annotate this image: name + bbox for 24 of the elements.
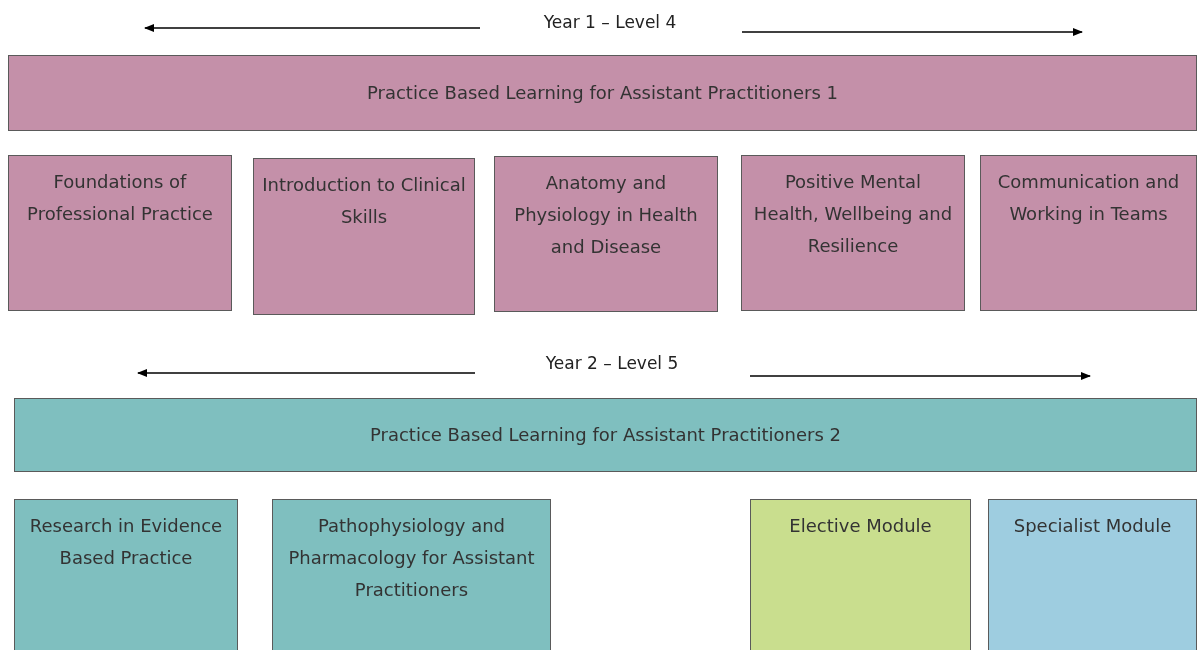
module-box	[741, 155, 965, 311]
module-box	[8, 155, 232, 311]
module-title: Specialist Module	[1013, 515, 1172, 536]
module-title: Communication and Working in Teams	[997, 171, 1180, 224]
module-box	[14, 499, 238, 650]
module-title: Practice Based Learning for Assistant Practitioners 1	[366, 81, 839, 105]
module-title: Introduction to Clinical Skills	[262, 174, 466, 227]
module-title: Pathophysiology and Pharmacology for Assistant Practitioners	[288, 515, 535, 600]
module-title: Positive Mental Health, Wellbeing and Resilience	[753, 171, 953, 256]
module-title: Elective Module	[789, 515, 932, 536]
module-title: Research in Evidence Based Practice	[29, 515, 223, 568]
module-box	[272, 499, 551, 650]
module-title: Practice Based Learning for Assistant Practitioners 2	[369, 423, 842, 447]
module-box	[253, 158, 475, 315]
module-box	[988, 499, 1197, 650]
module-box	[494, 156, 718, 312]
banner-box	[14, 398, 1197, 472]
module-title: Anatomy and Physiology in Health and Disease	[514, 172, 698, 257]
module-box	[750, 499, 971, 650]
year-label: Year 2 – Level 5	[545, 353, 679, 373]
banner-box	[8, 55, 1197, 131]
module-box	[980, 155, 1197, 311]
module-title: Foundations of Professional Practice	[27, 171, 213, 224]
year-label: Year 1 – Level 4	[543, 12, 677, 32]
